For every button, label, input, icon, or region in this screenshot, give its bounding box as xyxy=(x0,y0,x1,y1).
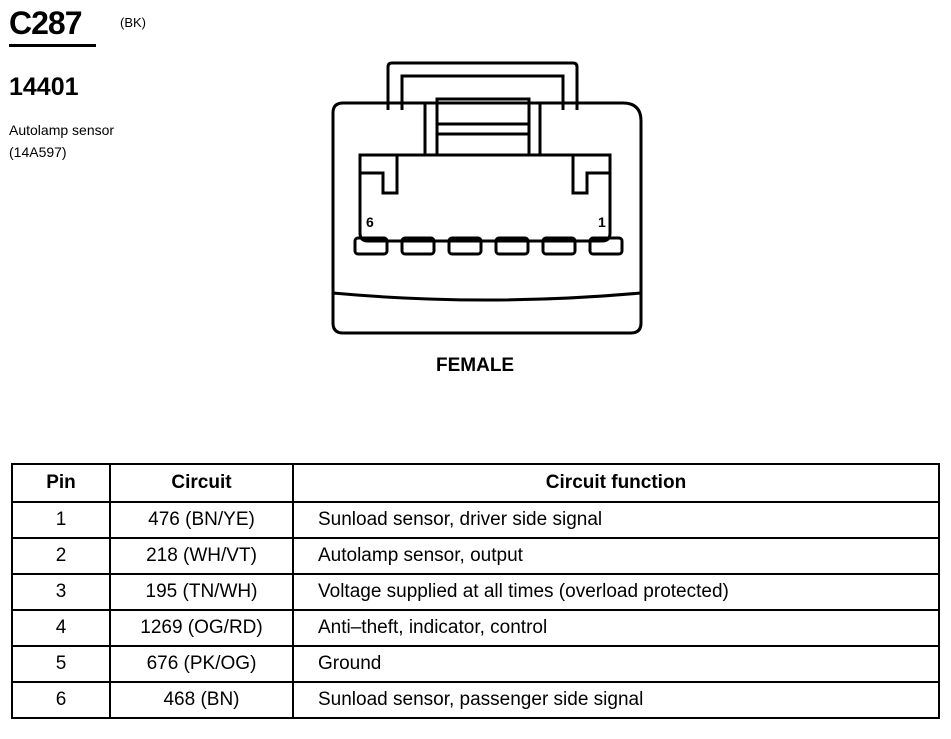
pin-number-right: 1 xyxy=(598,214,606,230)
table-row: 4 1269 (OG/RD) Anti–theft, indicator, co… xyxy=(11,609,940,647)
cell-pin: 6 xyxy=(11,681,111,719)
pin-cavity xyxy=(588,236,624,256)
cell-function: Voltage supplied at all times (overload … xyxy=(292,573,940,611)
pin-cavity xyxy=(541,236,577,256)
connector-id-underline xyxy=(9,44,96,47)
table-row: 2 218 (WH/VT) Autolamp sensor, output xyxy=(11,537,940,575)
pin-cavities xyxy=(353,236,624,256)
cell-pin: 3 xyxy=(11,573,111,611)
pinout-table: Pin Circuit Circuit function 1 476 (BN/Y… xyxy=(11,463,940,719)
connector-latch-window xyxy=(435,97,531,157)
cell-circuit: 468 (BN) xyxy=(109,681,294,719)
cell-pin: 4 xyxy=(11,609,111,647)
pin-cavity xyxy=(447,236,483,256)
cell-pin: 1 xyxy=(11,501,111,539)
table-row: 6 468 (BN) Sunload sensor, passenger sid… xyxy=(11,681,940,719)
connector-face-diagram xyxy=(331,61,643,335)
part-number: 14401 xyxy=(9,73,79,101)
cell-function: Anti–theft, indicator, control xyxy=(292,609,940,647)
table-header-row: Pin Circuit Circuit function xyxy=(11,463,940,503)
header-function: Circuit function xyxy=(292,463,940,503)
cell-circuit: 218 (WH/VT) xyxy=(109,537,294,575)
cell-circuit: 676 (PK/OG) xyxy=(109,645,294,683)
table-row: 3 195 (TN/WH) Voltage supplied at all ti… xyxy=(11,573,940,611)
cell-circuit: 476 (BN/YE) xyxy=(109,501,294,539)
table-row: 1 476 (BN/YE) Sunload sensor, driver sid… xyxy=(11,501,940,539)
connector-latch xyxy=(386,61,579,110)
cell-circuit: 1269 (OG/RD) xyxy=(109,609,294,647)
table-row: 5 676 (PK/OG) Ground xyxy=(11,645,940,683)
cell-function: Autolamp sensor, output xyxy=(292,537,940,575)
connector-id: C287 xyxy=(9,5,82,41)
connector-view-label: FEMALE xyxy=(436,355,515,376)
pin-number-left: 6 xyxy=(366,214,374,230)
component-code: (14A597) xyxy=(9,144,67,160)
header-pin: Pin xyxy=(11,463,111,503)
pin-cavity xyxy=(353,236,389,256)
pin-cavity xyxy=(494,236,530,256)
connector-body xyxy=(331,101,643,335)
cell-function: Sunload sensor, driver side signal xyxy=(292,501,940,539)
component-name: Autolamp sensor xyxy=(9,122,115,138)
header-circuit: Circuit xyxy=(109,463,294,503)
cell-pin: 5 xyxy=(11,645,111,683)
cell-function: Ground xyxy=(292,645,940,683)
cell-pin: 2 xyxy=(11,537,111,575)
pin-cavity xyxy=(400,236,436,256)
cell-circuit: 195 (TN/WH) xyxy=(109,573,294,611)
cell-function: Sunload sensor, passenger side signal xyxy=(292,681,940,719)
connector-color: (BK) xyxy=(120,15,146,30)
